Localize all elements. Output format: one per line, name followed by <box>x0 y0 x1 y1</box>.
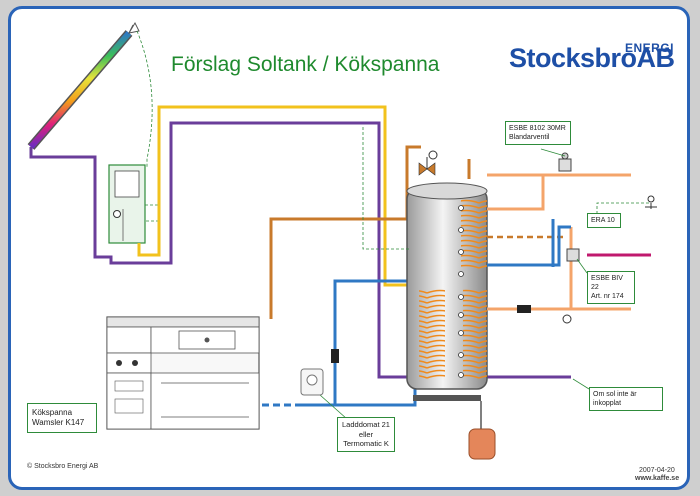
logo-superscript: ENERGI <box>625 41 675 55</box>
watermark-text: www.kaffe.se <box>635 475 680 482</box>
solar-pump-station <box>108 164 146 244</box>
expansion-vessel <box>468 401 496 460</box>
pipe-hot-orange-2 <box>487 175 545 211</box>
label-sol-note: Om sol inte är inkopplat <box>589 387 663 411</box>
copyright-text: © Stocksbro Energi AB <box>27 463 99 470</box>
label-laddomat: Ladddomat 21 eller Termomatic K <box>337 417 395 452</box>
control-line-3 <box>576 258 588 274</box>
pipe-blue-right <box>487 225 571 267</box>
outdoor-sensor <box>645 195 657 209</box>
pipe-solar-purple <box>29 121 571 379</box>
control-line-2 <box>540 148 566 157</box>
valve-top-left <box>418 150 438 176</box>
label-laddomat-line1: Ladddomat 21 <box>342 420 390 429</box>
control-line-6 <box>362 127 411 250</box>
label-laddomat-line3: Termomatic K <box>343 439 389 448</box>
kitchen-stove <box>106 316 260 430</box>
system-diagram <box>27 21 657 460</box>
label-stove-line2: Wamsler K147 <box>32 418 85 427</box>
tank-connections <box>458 205 464 378</box>
pipe-solar-yellow <box>137 105 407 287</box>
diagram-frame: Förslag Soltank / Kökspanna StocksbroAB … <box>8 6 690 490</box>
pipe-stove-blue <box>297 279 421 407</box>
date-text: 2007-04-20 <box>639 467 675 474</box>
diagram-title: Förslag Soltank / Kökspanna <box>171 53 440 76</box>
solar-collector <box>27 21 140 150</box>
storage-tank <box>406 182 488 401</box>
pipe-stove-brown <box>269 211 409 319</box>
check-valve-right <box>517 305 531 313</box>
sensor-line-collector <box>136 30 153 167</box>
sensor-line-station <box>145 204 160 222</box>
label-esbe-biv: ESBE BIV 22 Art. nr 174 <box>587 271 635 304</box>
label-sol-note-line1: Om sol inte är <box>593 391 637 398</box>
pipe-blue-bottom <box>335 389 417 407</box>
label-sol-note-line2: inkopplat <box>593 400 622 407</box>
label-esbe-valve: ESBE 8102 30MR Blandarventil <box>505 121 571 145</box>
company-logo: StocksbroAB ENERGI <box>509 41 675 74</box>
label-stove-line1: Kökspanna <box>32 408 73 417</box>
label-esbe-biv-line1: ESBE BIV 22 <box>591 275 623 291</box>
label-esbe-valve-line1: ESBE 8102 30MR <box>509 125 566 132</box>
logo-text: StocksbroAB <box>509 43 675 73</box>
label-esbe-biv-line2: Art. nr 174 <box>591 293 624 300</box>
label-stove: Kökspanna Wamsler K147 <box>27 403 97 433</box>
laddomat-unit <box>300 368 324 396</box>
esbe-biv-valve <box>566 248 580 262</box>
mixing-valve-8102 <box>558 152 572 172</box>
pump-right <box>562 314 572 324</box>
label-era: ERA 10 <box>587 213 621 228</box>
check-valve-blue <box>331 349 339 363</box>
control-line-4 <box>572 378 590 390</box>
label-esbe-valve-line2: Blandarventil <box>509 134 550 141</box>
label-laddomat-line2: eller <box>358 429 374 439</box>
